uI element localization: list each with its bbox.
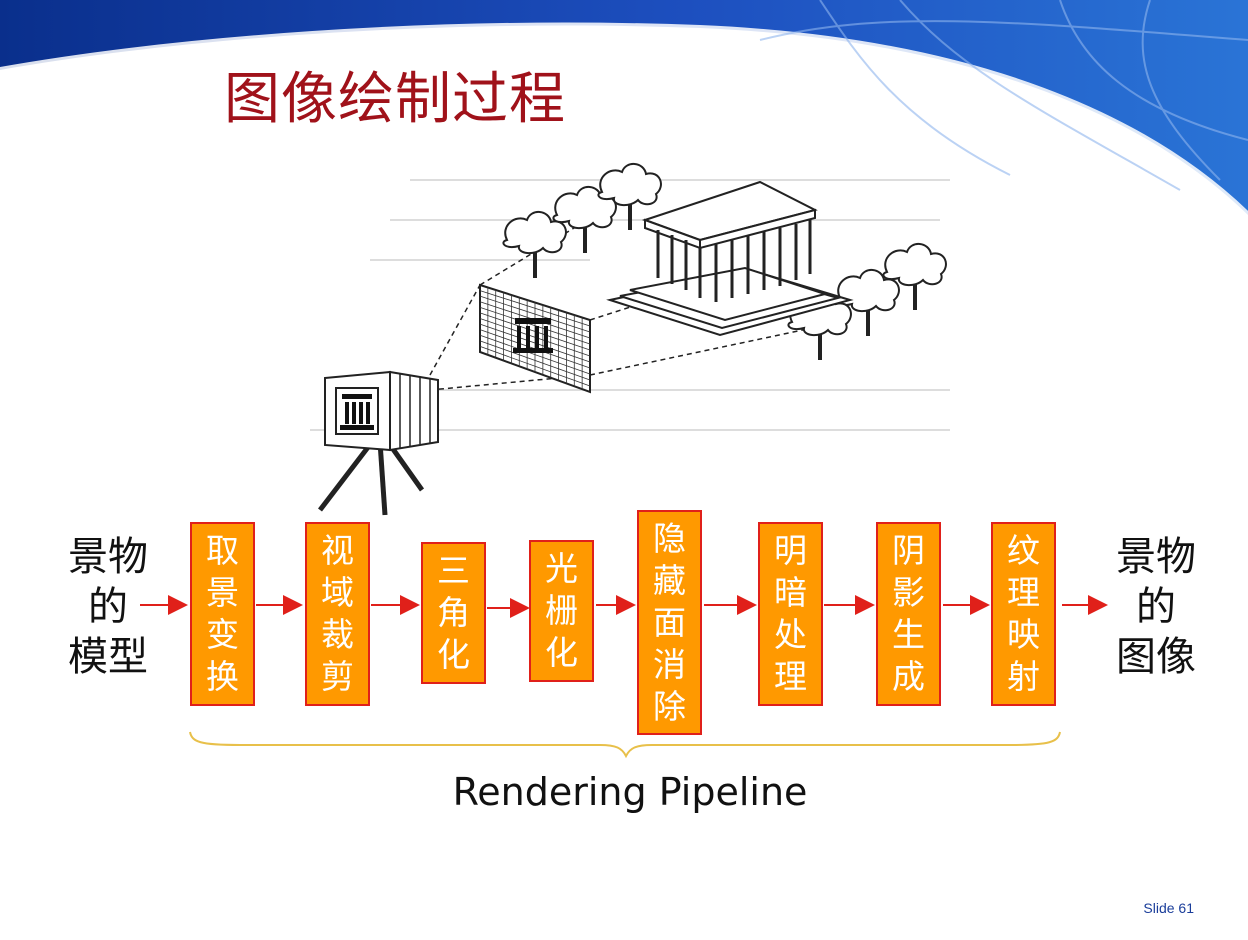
- page-title: 图像绘制过程: [224, 67, 566, 132]
- scene-illustration: [310, 163, 950, 516]
- temple-icon: [606, 180, 854, 337]
- output-label-text: 景物的图像: [1116, 534, 1196, 680]
- stage-viewing-transform: 取景变换: [190, 522, 255, 706]
- slide-number: Slide 61: [1143, 900, 1194, 916]
- output-label: 景物的图像: [1108, 532, 1204, 682]
- pipeline-caption: Rendering Pipeline: [452, 770, 808, 814]
- stage-label: 纹理映射: [1007, 531, 1040, 696]
- stage-hidden-surface-removal: 隐藏面消除: [637, 510, 702, 735]
- stage-rasterization: 光栅化: [529, 540, 594, 682]
- stage-label: 隐藏面消除: [653, 518, 686, 726]
- input-label: 景物的模型: [60, 532, 156, 682]
- stage-shadow-generation: 阴影生成: [876, 522, 941, 706]
- stage-triangulation: 三角化: [421, 542, 486, 684]
- stage-shading: 明暗处理: [758, 522, 823, 706]
- stage-texture-mapping: 纹理映射: [991, 522, 1056, 706]
- pipeline-connectors: [140, 595, 1108, 759]
- stage-label: 取景变换: [206, 531, 239, 696]
- tree-icon: [502, 163, 947, 360]
- stage-label: 光栅化: [545, 549, 578, 672]
- camera-icon: [318, 370, 439, 516]
- stage-label: 明暗处理: [774, 531, 807, 696]
- header-banner: [0, 0, 1248, 218]
- stage-view-clipping: 视域裁剪: [305, 522, 370, 706]
- pipeline-brace: [189, 731, 1061, 759]
- input-label-text: 景物的模型: [68, 534, 148, 680]
- stage-label: 阴影生成: [892, 531, 925, 696]
- stage-label: 视域裁剪: [321, 531, 354, 696]
- stage-label: 三角化: [437, 551, 470, 674]
- pixel-grid: [479, 283, 591, 394]
